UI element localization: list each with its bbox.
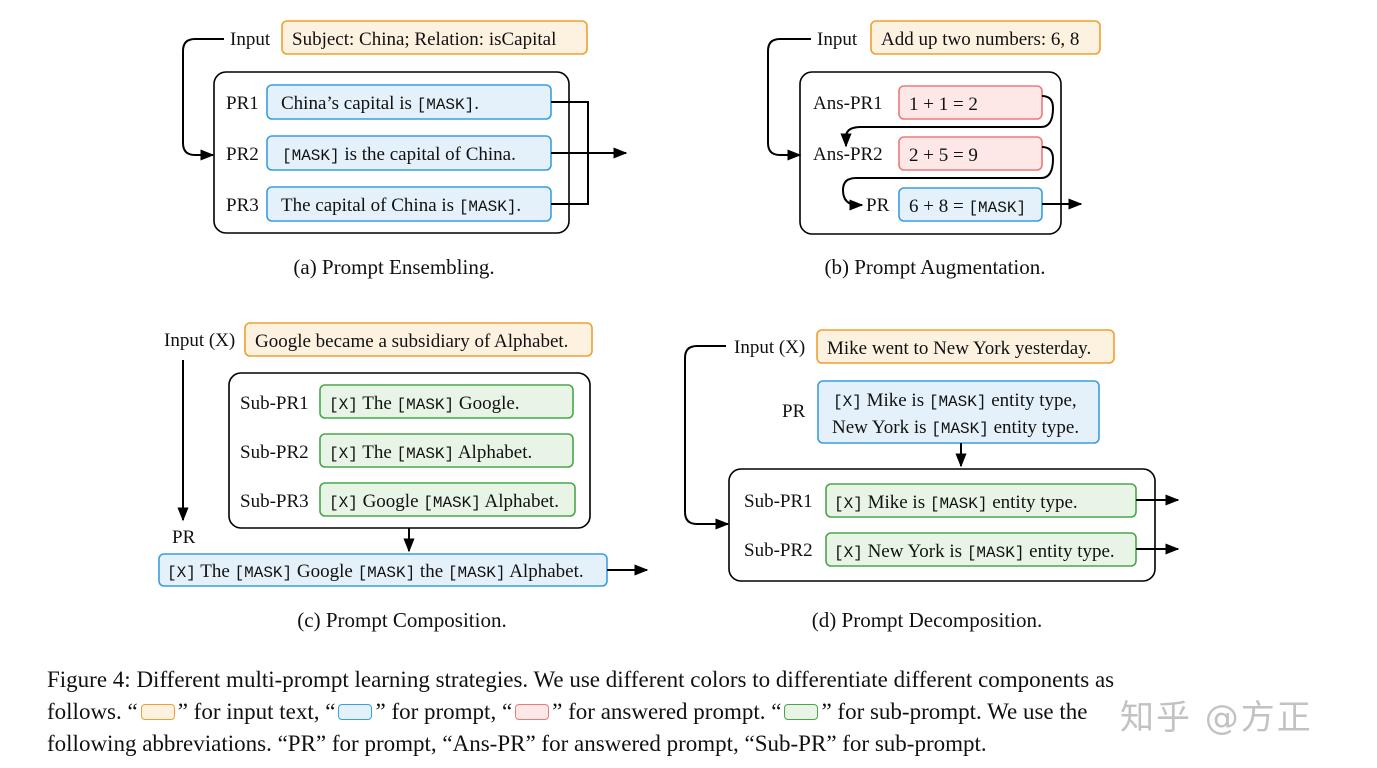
- caption-line-3: following abbreviations. “PR” for prompt…: [47, 731, 987, 756]
- panel-c-input-box: [244, 322, 593, 357]
- panel-a-row1-text: China’s capital is [MASK].: [281, 93, 479, 114]
- panel-b-row1-label: Ans-PR1: [813, 93, 883, 114]
- panel-c-sub3-text: [X] Google [MASK] Alphabet.: [329, 491, 559, 512]
- panel-c-sub2-text: [X] The [MASK] Alphabet.: [329, 442, 532, 463]
- panel-d-pr-line2: New York is [MASK] entity type.: [832, 417, 1079, 438]
- panel-c-prompt-composition: Input (X) Google became a subsidiary of …: [158, 322, 649, 632]
- panel-a-caption: (a) Prompt Ensembling.: [293, 255, 494, 279]
- prompt-color-swatch: [338, 704, 373, 720]
- panel-b-row2-label: Ans-PR2: [813, 144, 883, 165]
- input-color-swatch: [140, 704, 175, 720]
- caption-line-2: follows. “ ” for input text, “ ” for promp…: [47, 696, 1307, 728]
- panel-a-row2-text: [MASK] is the capital of China.: [282, 144, 516, 165]
- panel-d-sub1-label: Sub-PR1: [744, 491, 813, 512]
- caption-line-1: Figure 4: Different multi-prompt learnin…: [47, 667, 1115, 692]
- panel-d-frame: [728, 468, 1156, 582]
- panel-a-prompt-ensembling: Input Subject: China; Relation: isCapita…: [182, 20, 628, 279]
- panel-b-row2-text: 2 + 5 = 9: [909, 145, 978, 166]
- panel-b-prompt-augmentation: Input Add up two numbers: 6, 8 Ans-PR1 1…: [767, 20, 1101, 279]
- panel-d-input-box: [816, 329, 1115, 364]
- panel-c-sub1-label: Sub-PR1: [240, 393, 309, 414]
- multi-prompt-diagram: Input Subject: China; Relation: isCapita…: [158, 20, 1180, 632]
- panel-c-sub1-text: [X] The [MASK] Google.: [329, 393, 520, 414]
- panel-d-pr-box: [817, 380, 1100, 444]
- panel-a-input-text: Subject: China; Relation: isCapital: [292, 29, 556, 50]
- panel-c-sub2-label: Sub-PR2: [240, 442, 309, 463]
- caption-text: ” for prompt, “: [375, 699, 513, 724]
- panel-d-pr-label: PR: [782, 401, 806, 422]
- panel-d-sub2-label: Sub-PR2: [744, 540, 813, 561]
- panel-d-pr-line1: [X] Mike is [MASK] entity type,: [833, 390, 1077, 411]
- panel-b-caption: (b) Prompt Augmentation.: [824, 255, 1045, 279]
- panel-b-pr-text: 6 + 8 = [MASK]: [909, 196, 1026, 217]
- caption-text: ” for input text, “: [177, 699, 336, 724]
- panel-b-input-arrow: [767, 38, 811, 161]
- panel-c-caption: (c) Prompt Composition.: [297, 608, 506, 632]
- panel-b-pr-label: PR: [866, 195, 890, 216]
- panel-c-sub1-box: [319, 384, 574, 419]
- panel-c-input-text: Google became a subsidiary of Alphabet.: [255, 331, 568, 352]
- panel-c-pr-text: [X] The [MASK] Google [MASK] the [MASK] …: [167, 561, 584, 582]
- panel-b-flow-arrow-1: [840, 95, 1055, 148]
- answered-prompt-color-swatch: [515, 704, 550, 720]
- panel-d-sub1-text: [X] Mike is [MASK] entity type.: [834, 492, 1078, 513]
- caption-text: ” for sub-prompt. We use the: [821, 699, 1088, 724]
- watermark: 知乎 @方正: [1120, 698, 1313, 738]
- panel-d-input-arrow: [684, 345, 730, 530]
- panel-b-row1-text: 1 + 1 = 2: [909, 94, 978, 115]
- panel-a-row3-label: PR3: [226, 195, 259, 216]
- panel-b-input-text: Add up two numbers: 6, 8: [881, 29, 1079, 50]
- panel-c-pr-label: PR: [172, 527, 196, 548]
- panel-b-input-box: [870, 20, 1101, 55]
- panel-b-frame: [799, 71, 1062, 235]
- panel-a-row3-text: The capital of China is [MASK].: [281, 195, 521, 216]
- sub-prompt-color-swatch: [784, 704, 819, 720]
- caption-text: follows. “: [47, 699, 138, 724]
- panel-b-row2-box: [898, 136, 1043, 171]
- panel-a-input-arrow: [182, 38, 224, 161]
- panel-d-caption: (d) Prompt Decomposition.: [812, 608, 1042, 632]
- panel-a-input-box: [281, 20, 588, 55]
- panel-b-flow-arrow-2: [841, 146, 1055, 211]
- panel-c-input-label: Input (X): [164, 330, 235, 351]
- panel-b-input-label: Input: [817, 29, 858, 50]
- panel-c-sub3-label: Sub-PR3: [240, 491, 309, 512]
- panel-d-input-label: Input (X): [734, 337, 805, 358]
- panel-d-sub2-text: [X] New York is [MASK] entity type.: [834, 541, 1115, 562]
- panel-c-sub2-box: [319, 433, 574, 468]
- panel-a-input-label: Input: [230, 29, 271, 50]
- caption-text: ” for answered prompt. “: [552, 699, 782, 724]
- figure-caption: Figure 4: Different multi-prompt learnin…: [47, 664, 1307, 760]
- panel-d-prompt-decomposition: Input (X) Mike went to New York yesterda…: [684, 329, 1180, 632]
- panel-d-input-text: Mike went to New York yesterday.: [827, 338, 1091, 359]
- panel-a-row2-label: PR2: [226, 144, 259, 165]
- panel-b-row1-box: [898, 85, 1043, 120]
- panel-c-sub3-box: [319, 482, 576, 517]
- panel-a-row1-label: PR1: [226, 93, 259, 114]
